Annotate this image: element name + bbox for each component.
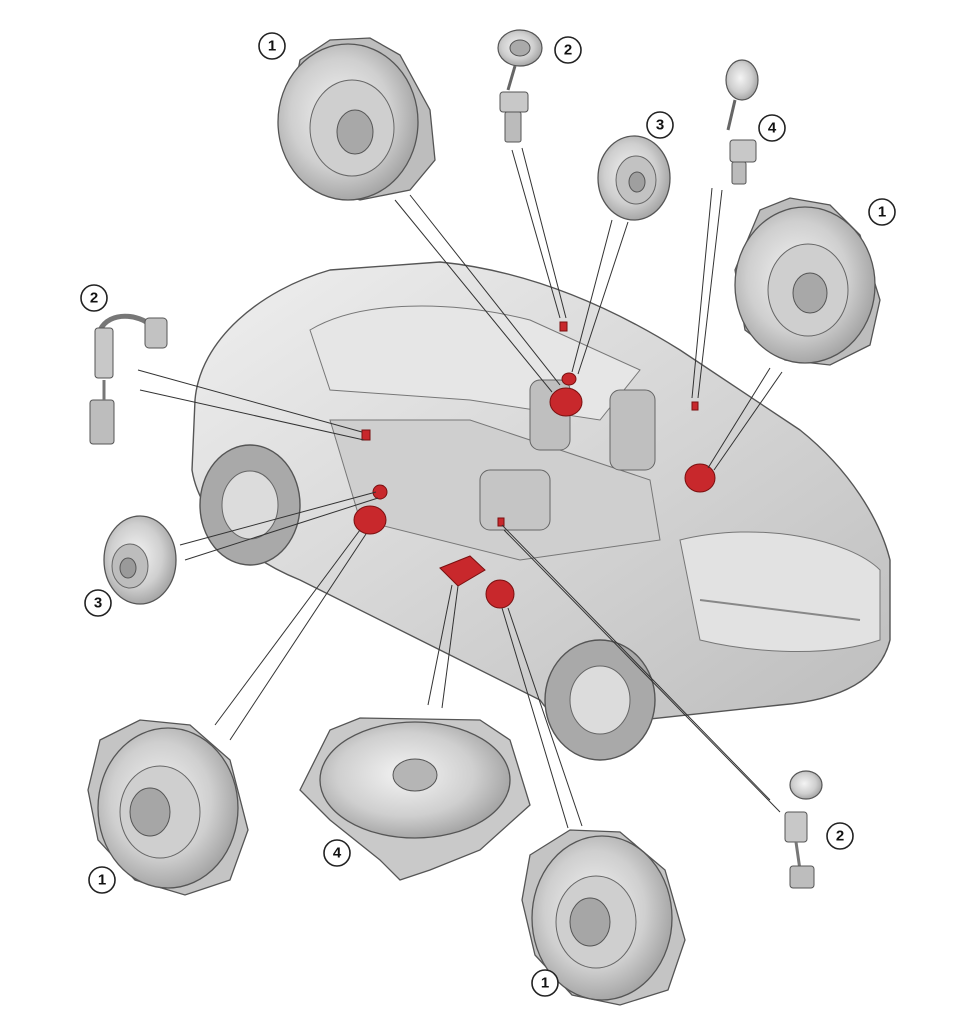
midrange-speaker-left	[103, 515, 177, 605]
midrange-speaker-top	[597, 135, 671, 221]
front-right-tweeter-highlight	[561, 372, 577, 386]
tweeter-left	[89, 313, 168, 445]
callout-label: 4	[768, 120, 777, 137]
installed-speaker-highlights	[353, 321, 716, 609]
front-left-midrange-highlight	[372, 484, 388, 500]
subwoofer-center	[299, 717, 531, 881]
callout-4-subwoofer: 4	[323, 839, 351, 867]
tweeter-top-right	[725, 59, 759, 185]
vehicle-body	[191, 261, 891, 761]
callout-2-top-center: 2	[554, 36, 582, 64]
leader-lines	[137, 147, 783, 829]
front-right-door-speaker-highlight	[549, 387, 583, 417]
front-left-door-speaker-highlight	[353, 505, 387, 535]
callout-label: 1	[541, 975, 549, 992]
callout-2-bottom-right: 2	[826, 822, 854, 850]
callout-3-top: 3	[646, 111, 674, 139]
dash-center-tweeter-highlight	[559, 321, 568, 332]
door-speaker-right	[734, 197, 881, 366]
rear-right-door-speaker-highlight	[684, 463, 716, 493]
callout-label: 2	[836, 828, 844, 845]
rear-left-tweeter-highlight	[497, 517, 505, 527]
callout-label: 3	[94, 595, 102, 612]
callout-1-bottom-center: 1	[531, 969, 559, 997]
callout-1-top: 1	[258, 32, 286, 60]
center-console-subwoofer-highlight	[439, 555, 486, 587]
callout-2-top-right: 4	[758, 114, 786, 142]
callout-label: 2	[90, 290, 98, 307]
callout-label: 1	[268, 38, 276, 55]
callout-2-left: 2	[80, 284, 108, 312]
callout-3-left: 3	[84, 589, 112, 617]
door-speaker-bottom-right	[521, 829, 686, 1006]
callout-label: 4	[333, 845, 342, 862]
callout-label: 1	[98, 872, 106, 889]
callout-label: 2	[564, 42, 572, 59]
callout-1-bottom-left: 1	[88, 866, 116, 894]
rear-right-tweeter-highlight	[691, 401, 699, 411]
tweeter-bottom-right	[784, 770, 823, 889]
callout-label: 1	[878, 204, 886, 221]
door-speaker-top	[277, 37, 436, 201]
tweeter-top-center	[497, 29, 543, 143]
dash-left-tweeter-highlight	[361, 429, 371, 441]
rear-left-door-speaker-highlight	[485, 579, 515, 609]
callout-label: 3	[656, 117, 664, 134]
door-speaker-bottom-left	[87, 719, 249, 896]
callout-1-right: 1	[868, 198, 896, 226]
